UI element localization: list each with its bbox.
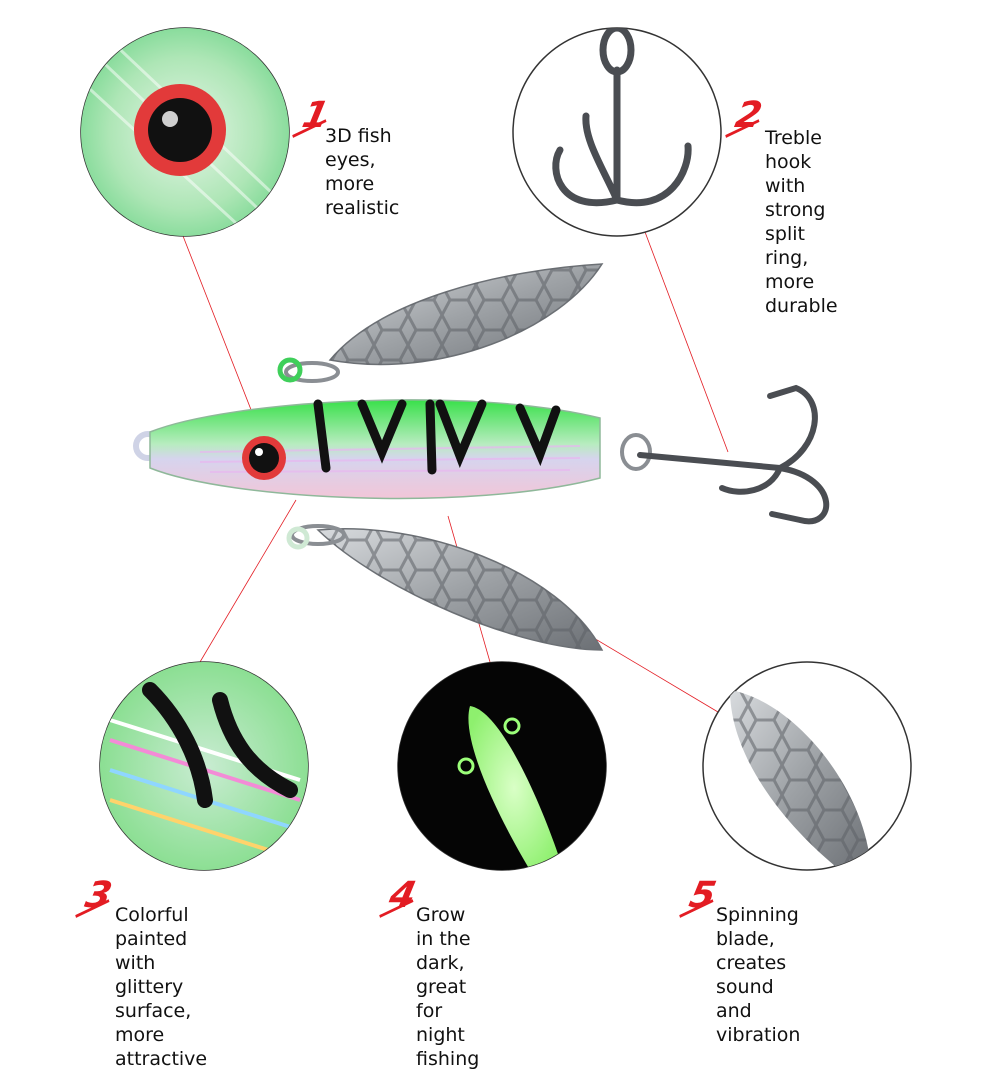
- feature-text: Spinning blade, creates sound and vibrat…: [716, 904, 801, 1046]
- feature-text: 3D fish eyes, more realistic: [325, 125, 400, 219]
- product-illustration: [80, 27, 912, 871]
- lure-body: [149, 399, 601, 500]
- upper-spinner-blade: [328, 263, 604, 366]
- feature-text: Colorful painted with glittery surface, …: [115, 904, 208, 1070]
- treble-hook: [637, 384, 830, 525]
- lower-spinner-blade: [316, 528, 604, 651]
- hook-closeup-circle: [512, 27, 722, 237]
- blade-closeup-circle: [702, 661, 912, 871]
- glow-dark-circle: [397, 661, 607, 871]
- glitter-closeup-circle: [99, 661, 309, 871]
- eye-closeup-circle: [80, 27, 290, 237]
- feature-text: Grow in the dark, great for night fishin…: [416, 904, 480, 1070]
- feature-text: Treble hook with strong split ring, more…: [765, 127, 838, 317]
